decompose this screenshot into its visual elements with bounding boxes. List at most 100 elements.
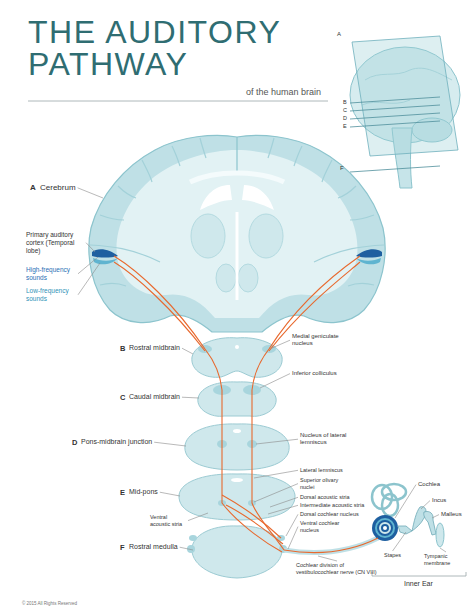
structure-label: Medial geniculate nucleus — [292, 333, 348, 347]
inset-brain — [350, 36, 460, 188]
tympanic-membrane — [436, 523, 444, 547]
incus-bone — [412, 507, 426, 531]
pathway-fiber — [269, 262, 360, 351]
leader-line — [272, 340, 290, 348]
leader-line — [182, 397, 199, 399]
pathway-fiber — [226, 505, 283, 544]
structure-label: Inferior colliculus — [292, 370, 337, 377]
ear-label: Tympanic membrane — [424, 553, 468, 566]
pathway-fiber — [222, 495, 281, 538]
leader-line — [268, 505, 298, 514]
section-plane — [350, 105, 440, 111]
nerve-bundle — [284, 538, 378, 553]
section-name: Rostral midbrain — [129, 344, 180, 352]
group-label: Inner Ear — [404, 580, 433, 588]
lateral-sulcus — [90, 245, 160, 262]
sulcus — [338, 186, 356, 198]
auditory-pathway — [114, 256, 378, 553]
rostral-medulla-slice — [192, 526, 282, 578]
inset-letter: B — [343, 99, 347, 106]
structure-label: Ventral cochlear nucleus — [300, 520, 350, 533]
leader-line — [78, 257, 98, 274]
leader-line — [78, 263, 100, 295]
structure-label: Cochlear division of vestibulocochlear n… — [296, 562, 378, 575]
caudal-midbrain-slice — [198, 382, 276, 416]
structure-label: Intermediate acoustic stria — [300, 502, 364, 509]
section-plane — [350, 113, 440, 119]
semicircular-canal — [382, 494, 398, 516]
auditory-cortex-low — [93, 258, 118, 264]
structure-label: Superior olivary nuclei — [300, 477, 348, 490]
pathway-fiber — [114, 256, 282, 552]
sulcus — [350, 215, 374, 220]
mid-pons-slice — [179, 474, 295, 520]
longitudinal-fissure — [236, 137, 237, 172]
basal-ganglia — [191, 214, 225, 258]
inset-letter: A — [337, 31, 341, 38]
frequency-label: Low-frequency sounds — [26, 287, 76, 303]
leader-line — [440, 548, 446, 552]
section-plane — [350, 121, 440, 127]
leader-line — [78, 188, 103, 198]
section-letter: F — [120, 543, 125, 552]
section-plane — [350, 97, 440, 103]
ear-label: Malleus — [441, 511, 462, 518]
section-letter: E — [120, 488, 125, 497]
stapes-bone — [398, 526, 412, 534]
cerebrum-section — [89, 135, 385, 332]
title-rule — [28, 101, 328, 102]
leader-line — [260, 374, 290, 388]
leader-line — [254, 470, 298, 478]
leader-line — [180, 547, 193, 550]
leader-line — [86, 243, 95, 252]
cochlea-turn — [376, 519, 394, 537]
cochlear-nucleus — [189, 535, 197, 541]
ear-label: Cochlea — [418, 481, 440, 488]
leader-line — [288, 527, 298, 549]
malleus-bone — [424, 511, 436, 535]
ear-label: Incus — [432, 497, 446, 504]
section-name: Caudal midbrain — [129, 393, 180, 401]
fourth-ventricle — [231, 478, 243, 482]
structure-label: Ventral acoustic stria — [150, 514, 186, 527]
title: THE AUDITORY PATHWAY — [28, 16, 290, 80]
leader-line — [154, 442, 186, 446]
leader-line — [395, 485, 416, 518]
copyright: © 2015 All Rights Reserved — [22, 601, 77, 606]
structure-label: Dorsal acoustic stria — [300, 494, 350, 501]
section-name: Rostral medulla — [129, 543, 178, 551]
sulcus — [100, 284, 126, 286]
auditory-cortex-low — [356, 258, 381, 264]
pons-midbrain-slice — [185, 424, 289, 470]
section-name: Pons-midbrain junction — [81, 438, 152, 446]
subtitle: of the human brain — [246, 87, 321, 98]
leader-line — [393, 532, 406, 551]
inset-letter: C — [343, 107, 347, 114]
cochlea-apex — [383, 526, 387, 530]
lateral-sulcus — [314, 245, 384, 262]
leader-line — [432, 515, 439, 518]
thalamus — [238, 264, 258, 292]
section-plane — [352, 36, 458, 156]
section-letter: A — [30, 183, 36, 193]
cerebral-aqueduct — [235, 345, 239, 349]
lateral-ventricle — [200, 185, 232, 210]
sulcus — [118, 186, 136, 198]
sulcus — [294, 146, 302, 166]
inset-letter: E — [343, 123, 347, 130]
sulcus — [172, 146, 180, 166]
inset-letter: D — [343, 115, 347, 122]
fourth-ventricle — [233, 429, 241, 433]
ear-label: Stapes — [384, 552, 401, 559]
cochlear-nerve — [284, 538, 378, 553]
frequency-label: High-frequency sounds — [26, 266, 76, 282]
corpus-callosum — [190, 173, 284, 182]
section-name: Mid-pons — [129, 488, 158, 496]
section-letter: D — [72, 438, 77, 447]
sulcus — [322, 160, 332, 182]
cortex — [89, 135, 385, 332]
leader-line — [188, 513, 208, 521]
section-plane — [350, 166, 440, 172]
